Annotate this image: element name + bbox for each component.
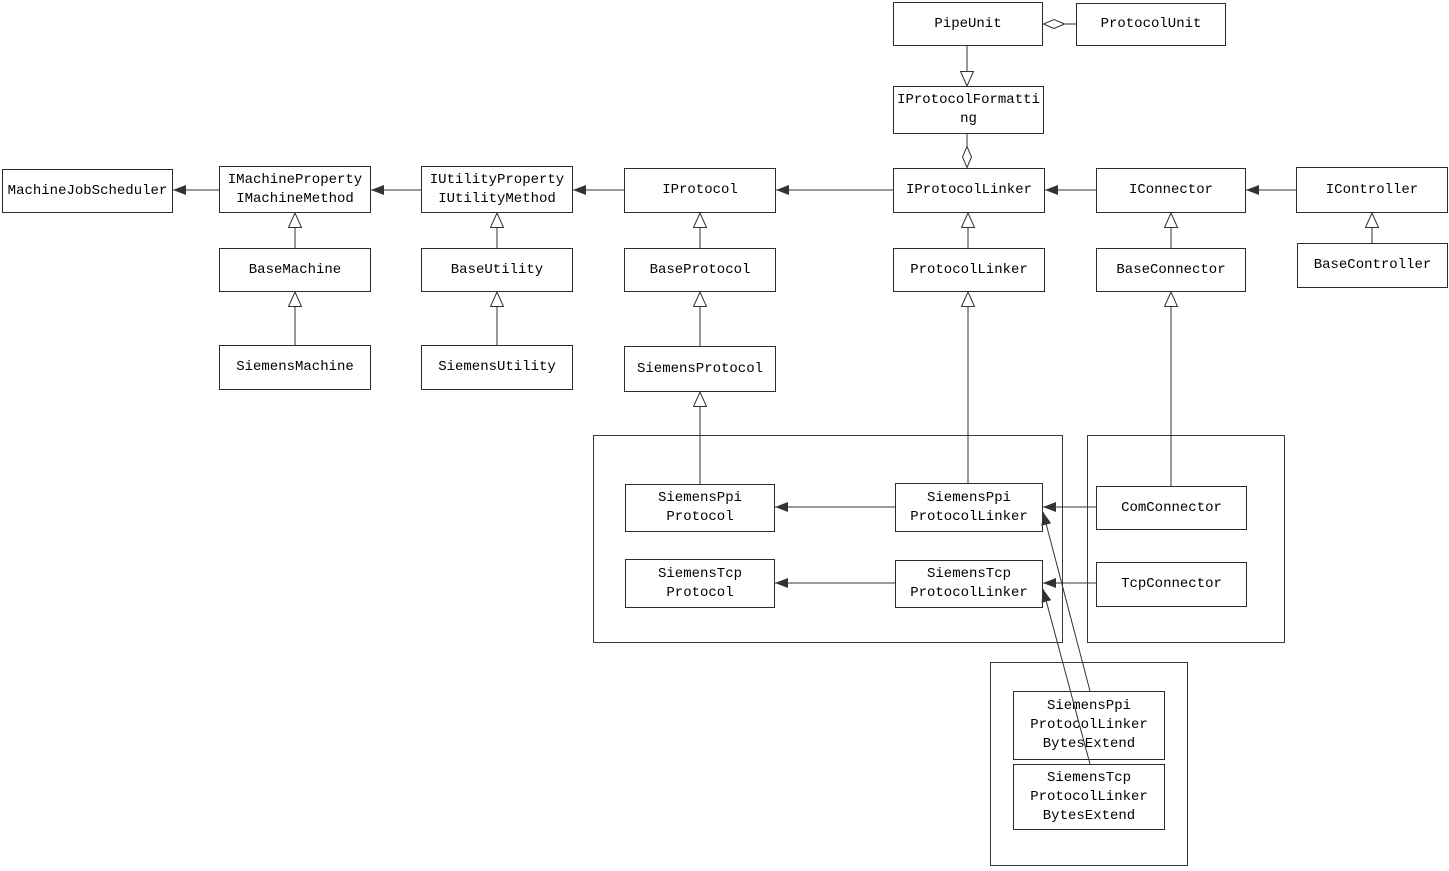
- class-box-siemens-utility: SiemensUtility: [421, 345, 573, 390]
- class-box-pipe-unit: PipeUnit: [893, 2, 1043, 46]
- class-box-base-utility: BaseUtility: [421, 248, 573, 292]
- class-label-siemens-tcp-protocol-0: SiemensTcp: [657, 565, 742, 582]
- class-label-siemens-ppi-protocol-1: Protocol: [666, 509, 734, 525]
- class-label-tcp-connector-0: TcpConnector: [1121, 576, 1222, 592]
- class-label-protocol-unit-0: ProtocolUnit: [1100, 16, 1202, 32]
- class-box-i-protocol: IProtocol: [624, 168, 776, 213]
- class-box-base-connector: BaseConnector: [1096, 248, 1246, 292]
- class-label-base-machine-0: BaseMachine: [248, 261, 342, 278]
- class-label-siemens-tcp-protocol-1: Protocol: [666, 584, 734, 601]
- class-label-i-utility-property-1: IUtilityMethod: [438, 190, 556, 207]
- class-label-siemens-protocol-0: SiemensProtocol: [636, 360, 764, 377]
- class-label-siemens-machine-0: SiemensMachine: [236, 359, 354, 375]
- class-label-siemens-tcp-protocol-linker-bytes-extend-1: ProtocolLinker: [1030, 788, 1148, 805]
- class-box-base-machine: BaseMachine: [219, 248, 371, 292]
- class-label-i-protocol-0: IProtocol: [662, 182, 738, 198]
- class-box-i-protocol-formatting: IProtocolFormatti ng: [893, 86, 1044, 134]
- group-connectors: [1087, 435, 1285, 643]
- class-label-pipe-unit-0: PipeUnit: [934, 15, 1002, 32]
- class-label-i-protocol-linker-0: IProtocolLinker: [905, 182, 1033, 198]
- class-box-base-protocol: BaseProtocol: [624, 248, 776, 292]
- class-box-i-protocol-linker: IProtocolLinker: [893, 168, 1045, 213]
- class-label-protocol-linker-0: ProtocolLinker: [910, 261, 1028, 278]
- class-label-siemens-tcp-protocol-linker-0: SiemensTcp: [926, 566, 1011, 582]
- class-label-siemens-tcp-protocol-linker-bytes-extend-0: SiemensTcp: [1046, 769, 1131, 786]
- class-label-i-protocol-formatting-1: ng: [960, 111, 977, 127]
- class-label-siemens-ppi-protocol-linker-1: ProtocolLinker: [910, 508, 1028, 525]
- class-label-base-connector-0: BaseConnector: [1116, 261, 1226, 278]
- class-label-siemens-ppi-protocol-linker-bytes-extend-2: BytesExtend: [1042, 736, 1136, 752]
- class-label-base-utility-0: BaseUtility: [450, 261, 544, 278]
- class-box-tcp-connector: TcpConnector: [1096, 562, 1247, 607]
- class-label-machine-job-scheduler-0: MachineJobScheduler: [7, 182, 168, 199]
- class-label-i-utility-property-0: IUtilityProperty: [429, 171, 565, 188]
- class-label-i-machine-property-1: IMachineMethod: [236, 190, 354, 207]
- class-label-i-connector-0: IConnector: [1128, 182, 1213, 198]
- class-label-i-controller-0: IController: [1325, 181, 1419, 198]
- class-label-i-protocol-formatting-0: IProtocolFormatti: [897, 92, 1040, 108]
- class-box-machine-job-scheduler: MachineJobScheduler: [2, 169, 173, 213]
- class-label-siemens-ppi-protocol-linker-0: SiemensPpi: [926, 489, 1011, 506]
- class-box-protocol-unit: ProtocolUnit: [1076, 3, 1226, 46]
- class-box-com-connector: ComConnector: [1096, 486, 1247, 530]
- class-box-siemens-machine: SiemensMachine: [219, 345, 371, 390]
- class-label-siemens-utility-0: SiemensUtility: [438, 359, 556, 375]
- class-box-i-connector: IConnector: [1096, 168, 1246, 213]
- class-label-siemens-tcp-protocol-linker-1: ProtocolLinker: [910, 585, 1028, 601]
- class-box-protocol-linker: ProtocolLinker: [893, 248, 1045, 292]
- class-box-siemens-protocol: SiemensProtocol: [624, 346, 776, 392]
- class-label-siemens-ppi-protocol-0: SiemensPpi: [657, 490, 742, 506]
- class-label-i-machine-property-0: IMachineProperty: [227, 171, 363, 188]
- class-label-base-protocol-0: BaseProtocol: [649, 261, 751, 278]
- class-label-siemens-ppi-protocol-linker-bytes-extend-0: SiemensPpi: [1046, 698, 1131, 714]
- class-box-base-controller: BaseController: [1297, 243, 1448, 288]
- class-label-com-connector-0: ComConnector: [1121, 499, 1222, 516]
- class-label-base-controller-0: BaseController: [1313, 257, 1432, 273]
- class-box-i-controller: IController: [1296, 167, 1448, 213]
- group-siemens-protocol-and-linkers: [593, 435, 1063, 643]
- class-label-siemens-ppi-protocol-linker-bytes-extend-1: ProtocolLinker: [1030, 717, 1148, 733]
- class-label-siemens-tcp-protocol-linker-bytes-extend-2: BytesExtend: [1042, 807, 1136, 824]
